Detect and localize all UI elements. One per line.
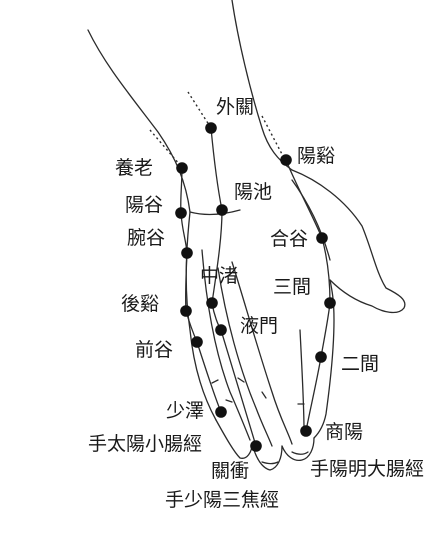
label-shaoze: 少澤 bbox=[166, 400, 205, 422]
dot-shaoze bbox=[215, 406, 227, 418]
sanjiao-extension bbox=[187, 91, 212, 129]
dot-shangyang bbox=[300, 425, 312, 437]
ulnar-edge bbox=[185, 211, 217, 421]
label-hegu: 合谷 bbox=[270, 228, 309, 250]
dot-yemen bbox=[215, 324, 227, 336]
knuckle-tick-2 bbox=[237, 377, 245, 383]
dot-qiangu bbox=[191, 336, 203, 348]
dot-yangchi bbox=[216, 204, 228, 216]
finger-line-4 bbox=[299, 329, 305, 431]
label-small-intestine-meridian: 手太陽小腸經 bbox=[88, 433, 203, 455]
label-sanjian: 三間 bbox=[273, 276, 312, 298]
finger-line-1 bbox=[201, 249, 251, 441]
label-sanjiao-meridian: 手少陽三焦經 bbox=[165, 489, 280, 511]
small-intestine-extension bbox=[149, 129, 181, 166]
knuckle-tick-3 bbox=[225, 399, 233, 403]
finger-line-2 bbox=[217, 267, 273, 447]
dot-guanchong bbox=[250, 440, 262, 452]
middle-nail bbox=[291, 451, 309, 455]
ring-nail bbox=[261, 461, 279, 465]
dot-erjian bbox=[315, 351, 327, 363]
forearm-left-edge bbox=[87, 29, 191, 213]
dot-zhongzhu bbox=[206, 297, 218, 309]
acupoint-dots bbox=[175, 122, 336, 452]
label-zhongzhu: 中渚 bbox=[200, 265, 239, 287]
label-yangchi: 陽池 bbox=[234, 181, 273, 203]
label-shangyang: 商陽 bbox=[325, 421, 364, 443]
knuckle-tick-1 bbox=[211, 379, 219, 384]
label-yemen: 液門 bbox=[240, 315, 279, 337]
forearm-right-edge bbox=[231, 0, 293, 171]
index-finger bbox=[313, 279, 335, 439]
sanjiao-line bbox=[210, 127, 257, 447]
ring-finger bbox=[251, 443, 283, 471]
meridian-extensions bbox=[149, 91, 285, 166]
dot-hegu bbox=[316, 232, 328, 244]
label-wangu: 腕谷 bbox=[127, 227, 166, 249]
dot-yangxi bbox=[280, 154, 292, 166]
dot-yanggu bbox=[175, 207, 187, 219]
label-yangxi: 陽谿 bbox=[297, 145, 336, 167]
dot-yanglao bbox=[176, 162, 188, 174]
label-yanggu: 陽谷 bbox=[125, 194, 164, 216]
thenar-line bbox=[291, 179, 331, 261]
dot-wangu bbox=[181, 247, 193, 259]
dot-houxi bbox=[180, 305, 192, 317]
label-guanchong: 關衝 bbox=[211, 460, 250, 482]
wrist-crease bbox=[189, 209, 241, 216]
dot-sanjian bbox=[324, 297, 336, 309]
label-houxi: 後谿 bbox=[121, 293, 160, 315]
dot-waiguan bbox=[205, 122, 217, 134]
finger-line-3 bbox=[231, 261, 293, 445]
knuckle-tick-4 bbox=[261, 391, 267, 399]
hand-outline bbox=[87, 0, 406, 471]
label-waiguan: 外關 bbox=[216, 96, 255, 118]
label-large-intestine-meridian: 手陽明大腸經 bbox=[310, 458, 425, 480]
label-qiangu: 前谷 bbox=[135, 339, 174, 361]
label-yanglao: 養老 bbox=[115, 157, 154, 179]
middle-finger bbox=[281, 437, 315, 462]
thumb-outline bbox=[291, 169, 406, 314]
label-erjian: 二間 bbox=[341, 353, 380, 375]
little-finger bbox=[215, 419, 253, 459]
